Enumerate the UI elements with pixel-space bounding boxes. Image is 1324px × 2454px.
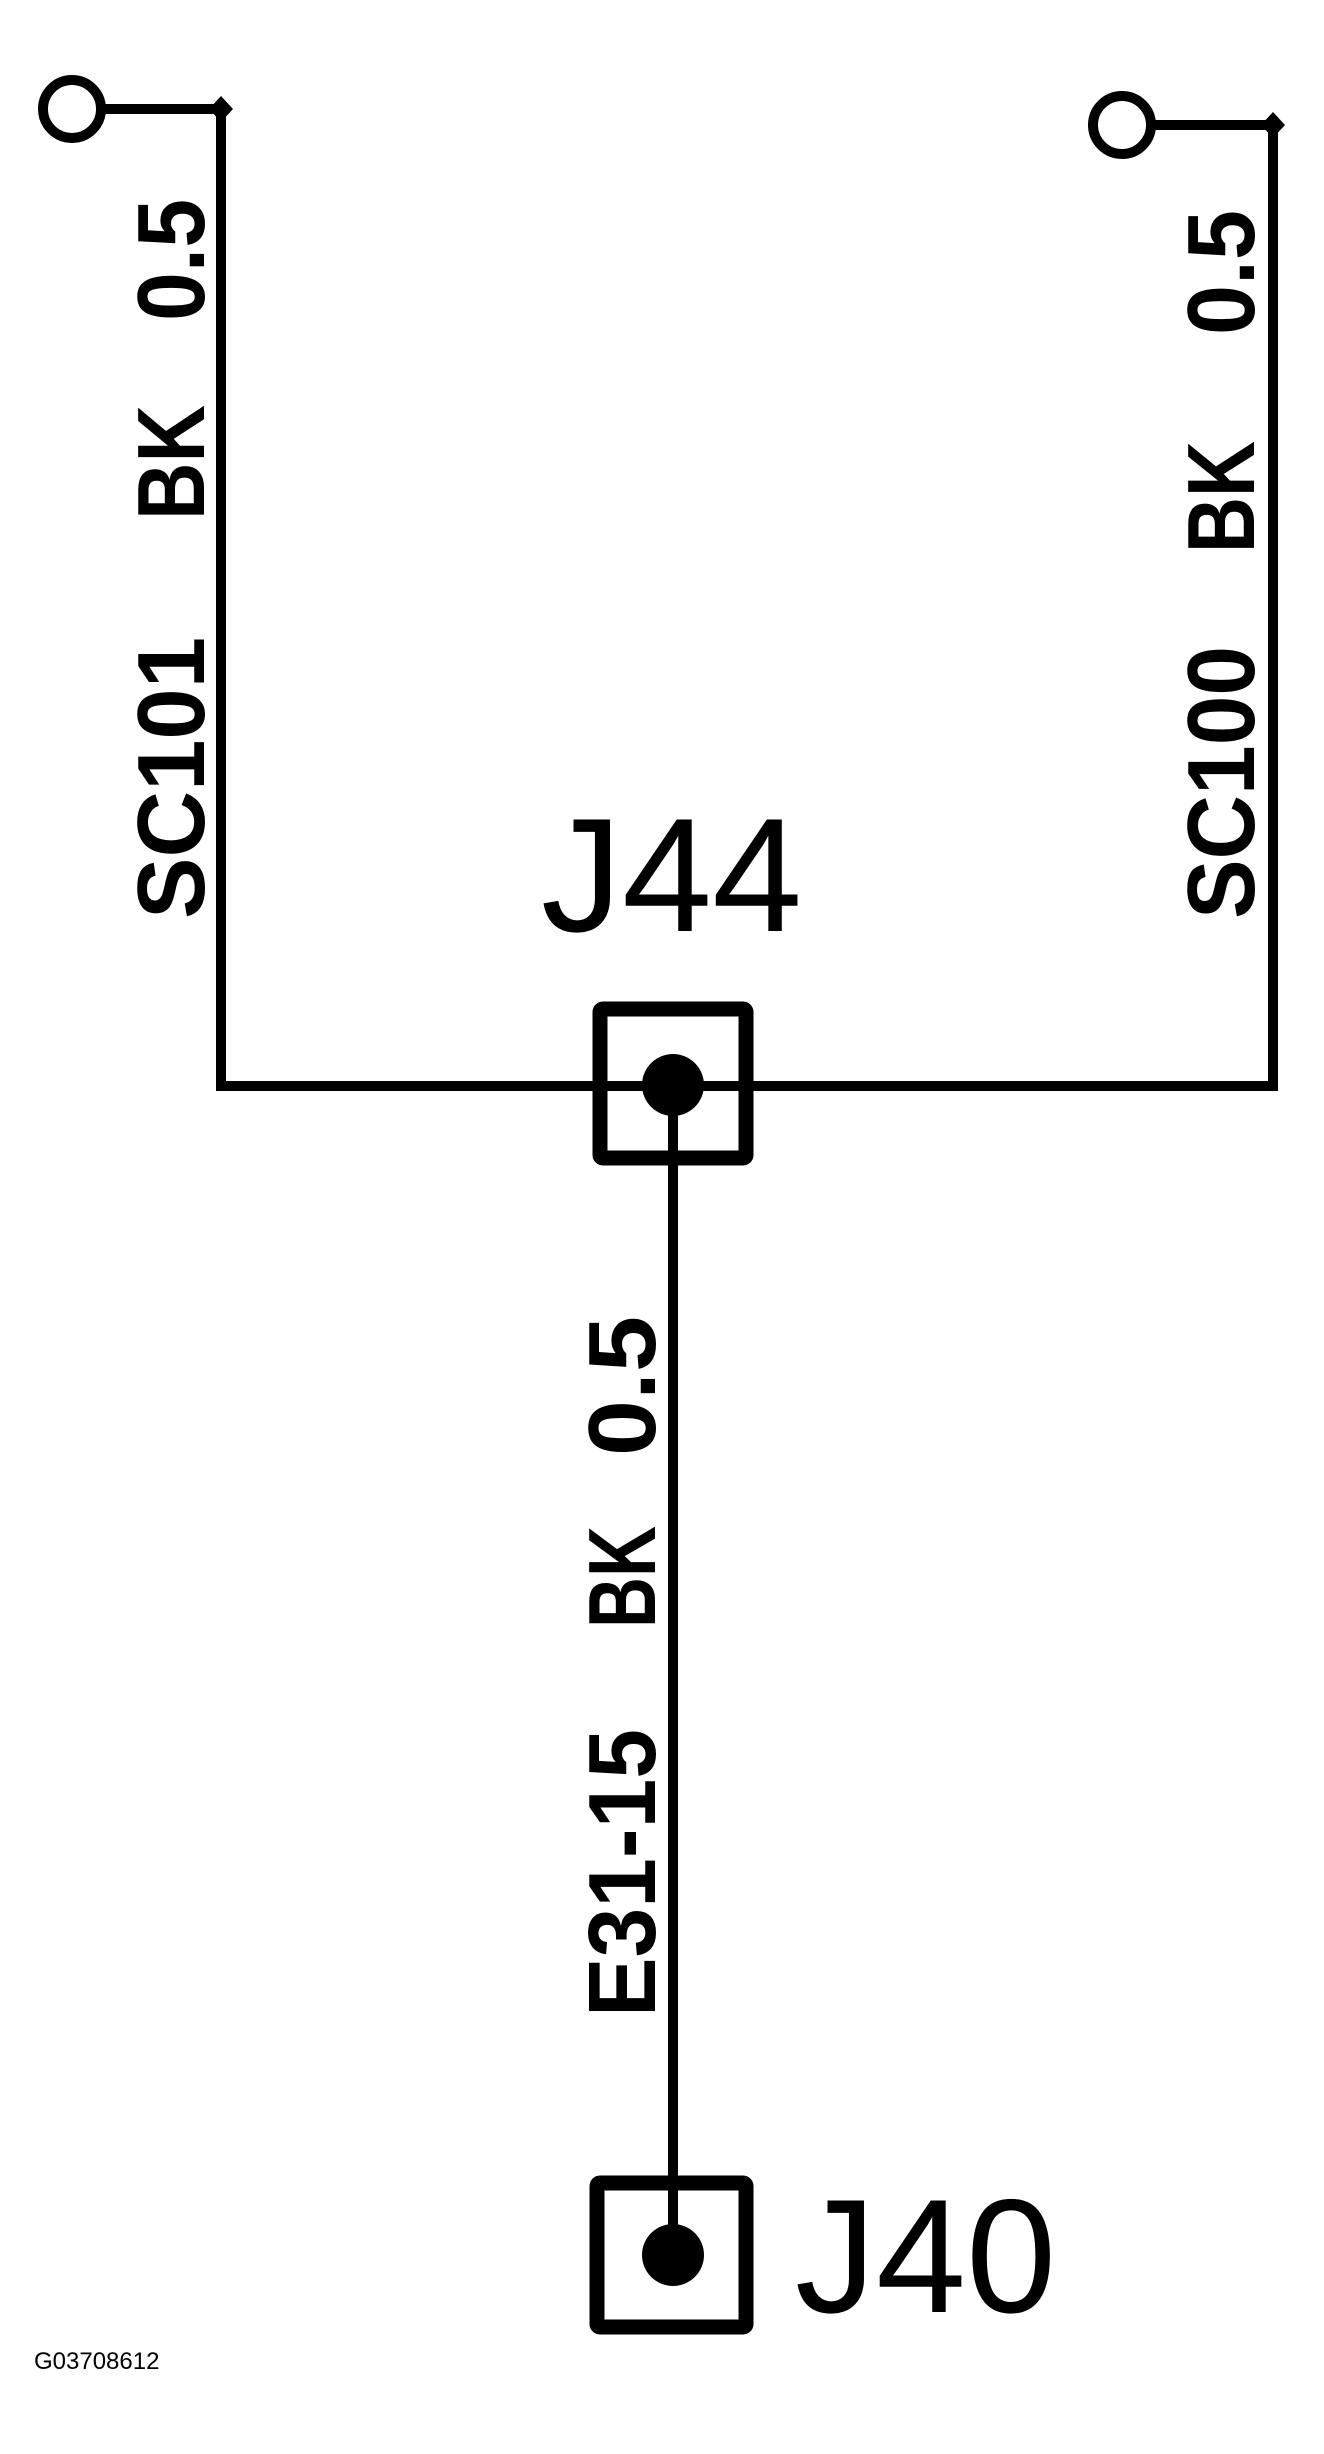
right-wire-label: SC100 BK 0.5 <box>1168 210 1275 919</box>
connector-pin-icon <box>642 2224 704 2286</box>
right-terminal <box>1088 91 1285 159</box>
wire-gauge: 0.5 <box>1168 210 1275 335</box>
left-terminal <box>38 75 233 143</box>
circuit-id: SC101 <box>118 637 225 919</box>
connector-box-icon <box>589 2175 754 2335</box>
open-terminal-icon <box>38 75 106 143</box>
left-wire-label: SC101 BK 0.5 <box>118 199 225 919</box>
circuit-id: SC100 <box>1168 646 1275 919</box>
wire-gauge: 0.5 <box>569 1316 676 1456</box>
connector-j40 <box>589 2175 754 2335</box>
wire-color: BK <box>569 1526 676 1628</box>
center-wire-label: E31-15 BK 0.5 <box>569 1316 676 2017</box>
connector-label-j44: J44 <box>541 785 802 966</box>
open-terminal-icon <box>1088 91 1156 159</box>
wire-color: BK <box>118 405 225 520</box>
wire-color: BK <box>1168 441 1275 553</box>
wire-gauge: 0.5 <box>118 199 225 321</box>
connector-label-j40: J40 <box>795 2166 1056 2347</box>
circuit-id: E31-15 <box>569 1729 676 2017</box>
figure-id: G03708612 <box>34 2348 159 2375</box>
